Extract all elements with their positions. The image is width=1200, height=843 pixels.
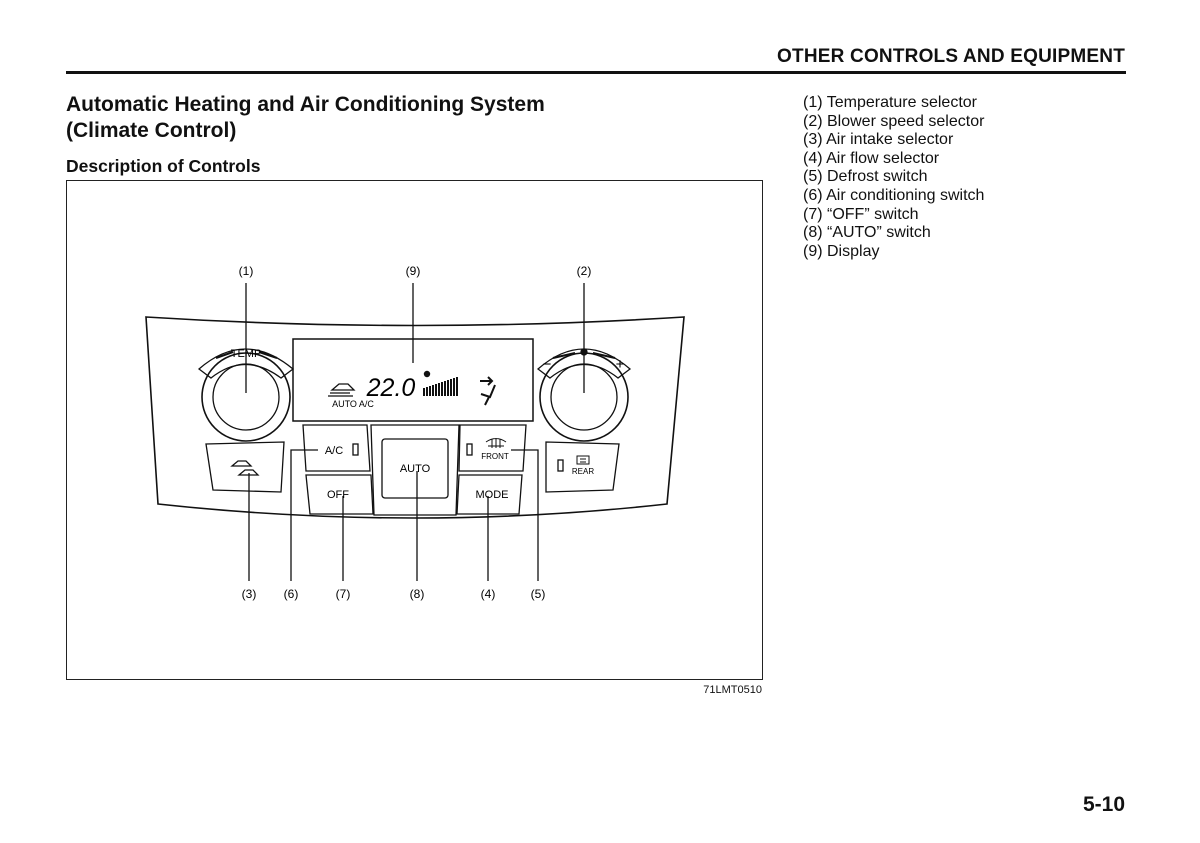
mode-button bbox=[456, 474, 523, 515]
airflow-mode-icon bbox=[480, 376, 496, 406]
callout-1: (1) bbox=[239, 264, 254, 278]
fan-arc-icon bbox=[580, 348, 588, 356]
legend-item: (6) Air conditioning switch bbox=[803, 186, 985, 204]
front-defrost-button bbox=[458, 424, 527, 472]
ac-button bbox=[302, 424, 371, 472]
rear-defrost-button bbox=[545, 441, 620, 493]
front-defrost-icon bbox=[485, 438, 507, 448]
temp-arc-band bbox=[197, 348, 295, 379]
display-recirc-icon bbox=[328, 383, 356, 397]
auto-button-label: AUTO bbox=[400, 463, 431, 475]
legend-item: (4) Air flow selector bbox=[803, 149, 940, 167]
temp-label: TEMP bbox=[231, 348, 262, 360]
legend-item: (7) “OFF” switch bbox=[803, 205, 919, 223]
display-fan-icon bbox=[423, 370, 431, 378]
display-mode-label: AUTO A/C bbox=[332, 399, 374, 409]
legend-item: (2) Blower speed selector bbox=[803, 112, 985, 130]
ac-indicator bbox=[352, 443, 359, 456]
rear-defrost-indicator bbox=[557, 459, 564, 472]
ac-button-label: A/C bbox=[325, 445, 343, 457]
fan-minus-label: − bbox=[543, 356, 552, 373]
callout-6: (6) bbox=[284, 587, 299, 601]
subsection-title: Description of Controls bbox=[66, 156, 261, 176]
display-temperature: 22.0 bbox=[366, 374, 416, 402]
legend-item: (3) Air intake selector bbox=[803, 131, 954, 149]
header-rule bbox=[66, 71, 1126, 74]
auto-button bbox=[381, 438, 449, 499]
section-title-line-1: Automatic Heating and Air Conditioning S… bbox=[66, 93, 545, 116]
callout-7: (7) bbox=[336, 587, 351, 601]
leader-6 bbox=[290, 449, 318, 581]
callout-8: (8) bbox=[410, 587, 425, 601]
callout-5: (5) bbox=[531, 587, 546, 601]
figure-code: 71LMT0510 bbox=[703, 684, 762, 696]
climate-control-panel-illustration: TEMP − + 22.0 AUTO A/C A/C AUTO FRONT RE… bbox=[145, 264, 685, 601]
leader-5 bbox=[511, 449, 539, 581]
legend-item: (9) Display bbox=[803, 242, 880, 260]
callout-3: (3) bbox=[242, 587, 257, 601]
running-header: OTHER CONTROLS AND EQUIPMENT bbox=[777, 46, 1125, 67]
climate-control-figure: TEMP − + 22.0 AUTO A/C A/C AUTO FRONT RE… bbox=[66, 180, 763, 680]
page-number: 5-10 bbox=[1082, 793, 1125, 816]
legend-item: (1) Temperature selector bbox=[803, 94, 977, 111]
mode-button-label: MODE bbox=[476, 489, 509, 501]
legend-item: (8) “AUTO” switch bbox=[803, 224, 931, 242]
off-button-label: OFF bbox=[327, 489, 349, 501]
rear-defrost-label: REAR bbox=[572, 467, 594, 476]
callout-4: (4) bbox=[481, 587, 496, 601]
section-title: Automatic Heating and Air Conditioning S… bbox=[66, 92, 706, 144]
auto-button-frame bbox=[370, 424, 460, 516]
intake-recirc-icon bbox=[230, 460, 260, 476]
callout-9: (9) bbox=[406, 264, 421, 278]
off-button bbox=[305, 474, 374, 515]
rear-defrost-icon bbox=[576, 455, 590, 465]
panel-outline bbox=[145, 316, 685, 519]
callout-2: (2) bbox=[577, 264, 592, 278]
controls-legend: (1) Temperature selector (2) Blower spee… bbox=[803, 94, 984, 261]
section-title-line-2: (Climate Control) bbox=[66, 119, 237, 142]
front-defrost-indicator bbox=[466, 443, 473, 456]
front-defrost-label: FRONT bbox=[481, 452, 509, 461]
air-intake-button bbox=[205, 441, 285, 493]
display-fan-level-bars bbox=[423, 377, 458, 396]
legend-item: (5) Defrost switch bbox=[803, 168, 928, 186]
fan-plus-label: + bbox=[616, 356, 625, 373]
